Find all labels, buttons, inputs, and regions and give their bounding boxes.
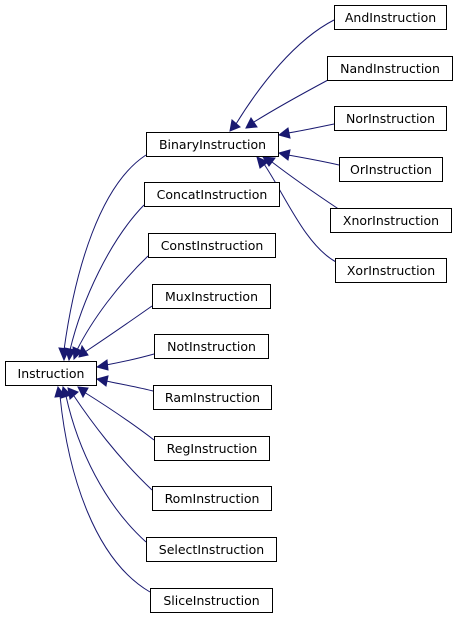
edge-binary-instruction: [63, 154, 147, 351]
node-nor-instruction[interactable]: NorInstruction: [334, 106, 447, 131]
node-label: BinaryInstruction: [159, 137, 266, 152]
node-nand-instruction[interactable]: NandInstruction: [327, 56, 453, 81]
node-xnor-instruction[interactable]: XnorInstruction: [330, 208, 452, 233]
node-rom-instruction[interactable]: RomInstruction: [152, 486, 272, 511]
arrowhead-nor: [277, 127, 291, 139]
arrowhead-not: [95, 359, 109, 371]
node-label: SliceInstruction: [163, 593, 259, 608]
edge-nand-binary: [253, 79, 329, 123]
node-binary-instruction[interactable]: BinaryInstruction: [146, 132, 279, 157]
edge-slice-instruction: [59, 395, 151, 593]
edge-xor-binary: [263, 163, 337, 263]
edge-rom-instruction: [73, 395, 153, 491]
node-const-instruction[interactable]: ConstInstruction: [148, 233, 276, 258]
node-reg-instruction[interactable]: RegInstruction: [154, 436, 270, 461]
node-label: NandInstruction: [340, 61, 440, 76]
arrowhead-mux: [78, 344, 89, 358]
node-label: RegInstruction: [167, 441, 258, 456]
node-slice-instruction[interactable]: SliceInstruction: [150, 588, 273, 613]
edge-mux-instruction: [84, 305, 153, 353]
edge-not-instruction: [105, 353, 155, 366]
arrowhead-slice: [54, 385, 66, 398]
node-label: RamInstruction: [165, 390, 260, 405]
node-label: MuxInstruction: [165, 289, 258, 304]
node-xor-instruction[interactable]: XorInstruction: [335, 258, 447, 283]
node-label: XorInstruction: [347, 263, 435, 278]
node-label: OrInstruction: [350, 162, 432, 177]
edge-reg-instruction: [83, 391, 155, 441]
edges: [59, 19, 341, 593]
node-label: XnorInstruction: [343, 213, 439, 228]
node-label: ConcatInstruction: [157, 187, 268, 202]
arrowhead-xor: [256, 156, 269, 169]
node-or-instruction[interactable]: OrInstruction: [339, 157, 443, 182]
arrowhead-const: [72, 346, 83, 361]
arrowhead-reg: [77, 386, 89, 399]
edge-nor-binary: [287, 123, 335, 134]
arrowhead-and: [229, 119, 241, 132]
arrowhead-concat: [64, 347, 76, 362]
edge-and-binary: [235, 19, 335, 125]
node-select-instruction[interactable]: SelectInstruction: [146, 537, 277, 562]
edge-select-instruction: [65, 395, 147, 543]
node-label: NorInstruction: [346, 111, 435, 126]
arrowhead-or: [277, 149, 291, 161]
node-mux-instruction[interactable]: MuxInstruction: [152, 284, 271, 309]
arrowhead-nand: [245, 117, 258, 129]
node-label: NotInstruction: [167, 339, 256, 354]
node-label: Instruction: [18, 366, 85, 381]
node-and-instruction[interactable]: AndInstruction: [334, 5, 447, 30]
node-concat-instruction[interactable]: ConcatInstruction: [144, 182, 280, 207]
arrowheads: [54, 117, 291, 400]
arrowhead-ram: [95, 375, 109, 387]
node-instruction[interactable]: Instruction: [5, 361, 97, 386]
node-not-instruction[interactable]: NotInstruction: [154, 334, 269, 359]
node-label: ConstInstruction: [161, 238, 264, 253]
nodes: Instruction BinaryInstruction ConcatInst…: [5, 5, 453, 613]
node-ram-instruction[interactable]: RamInstruction: [153, 385, 272, 410]
edge-ram-instruction: [105, 380, 154, 392]
edge-or-binary: [287, 154, 340, 166]
node-label: RomInstruction: [165, 491, 260, 506]
edge-concat-instruction: [69, 204, 145, 351]
node-label: SelectInstruction: [159, 542, 264, 557]
edge-xnor-binary: [271, 161, 341, 211]
node-label: AndInstruction: [345, 10, 436, 25]
edge-const-instruction: [76, 255, 149, 351]
